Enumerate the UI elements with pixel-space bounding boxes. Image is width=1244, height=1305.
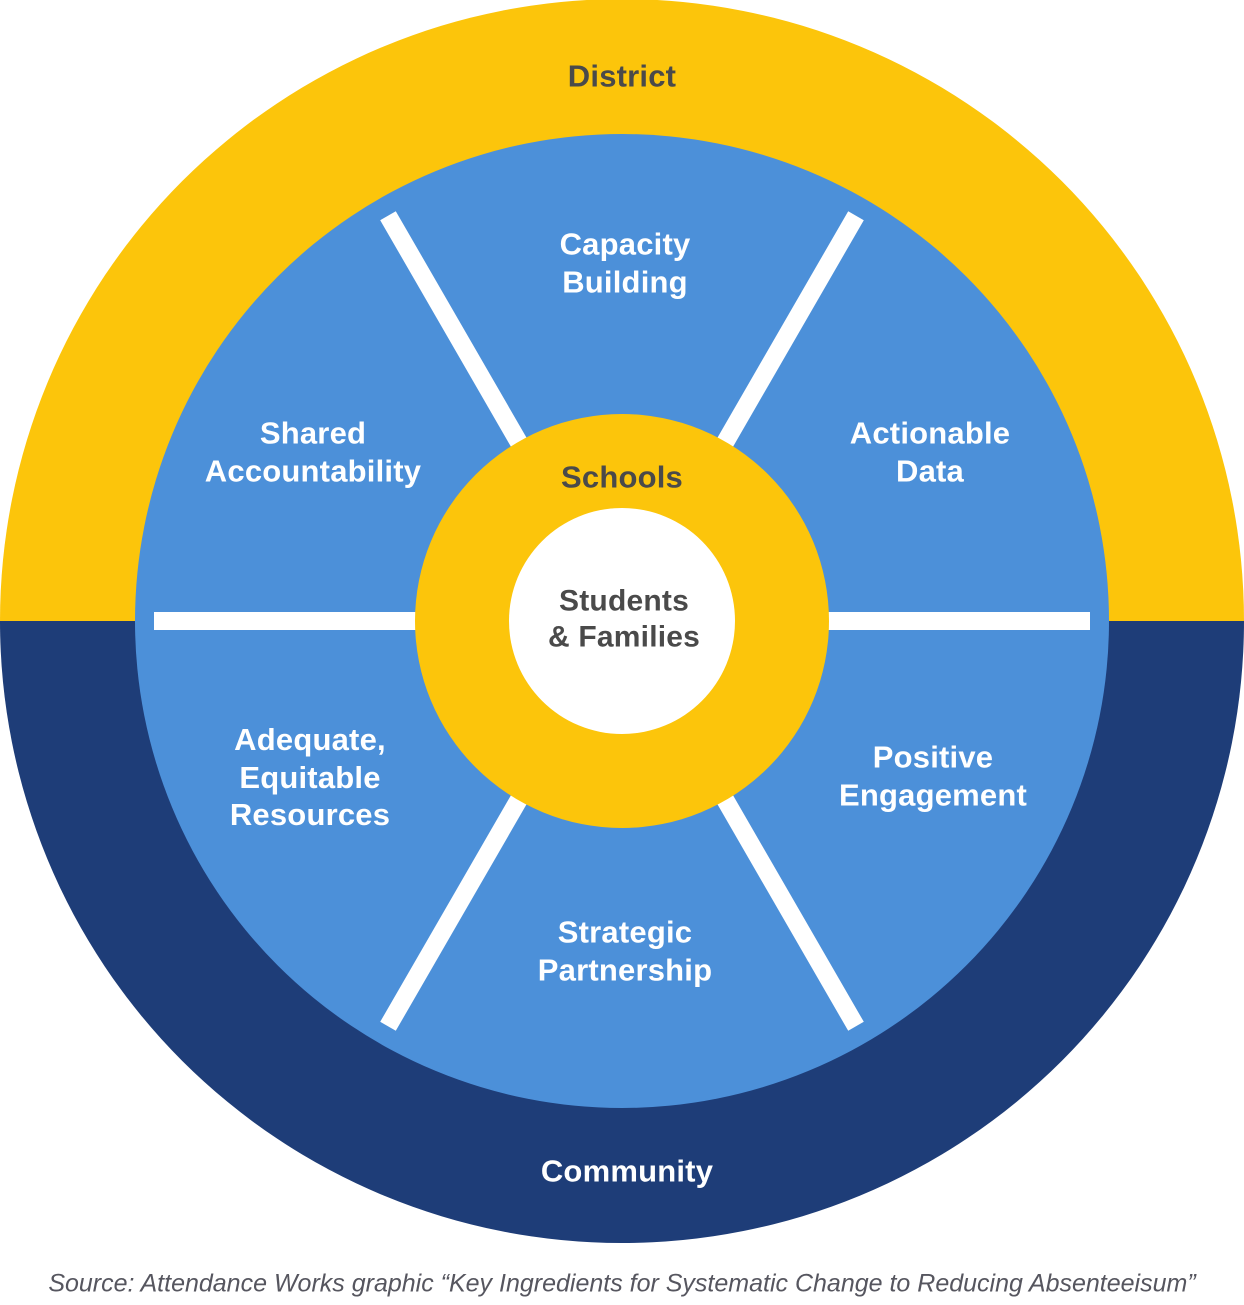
community-label: Community (540, 1153, 714, 1189)
segment-shared-accountability-label: Shared Accountability (204, 415, 422, 489)
segment-dividers (154, 211, 1090, 1031)
center-circle (509, 508, 735, 734)
divider-southeast (716, 794, 864, 1031)
source-attribution: Source: Attendance Works graphic “Key In… (48, 1269, 1196, 1298)
segment-capacity-building-label: Capacity Building (559, 226, 691, 300)
segment-positive-engagement-label: Positive Engagement (838, 739, 1028, 813)
segment-strategic-partnership-label: Strategic Partnership (537, 914, 713, 988)
segment-adequate-equitable-resources-label: Adequate, Equitable Resources (229, 721, 391, 832)
divider-southwest (380, 794, 528, 1031)
district-label: District (567, 58, 677, 94)
students-families-label: Students & Families (547, 584, 701, 654)
schools-label: Schools (561, 459, 683, 495)
divider-northwest (380, 211, 528, 448)
divider-northeast (716, 211, 864, 448)
segment-actionable-data-label: Actionable Data (849, 415, 1011, 489)
